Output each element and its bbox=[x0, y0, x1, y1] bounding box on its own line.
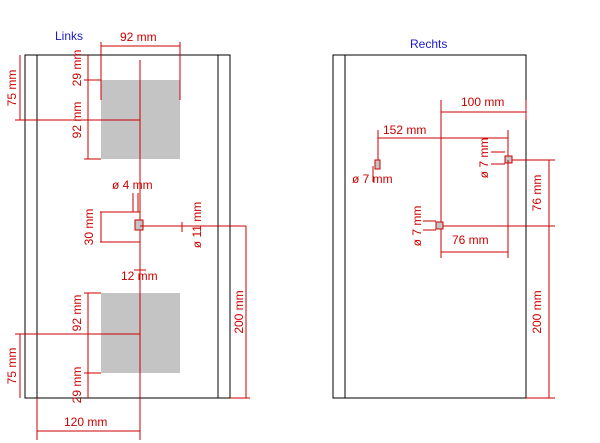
right-right-hole-label: ø 7 mm bbox=[477, 138, 491, 179]
right-lower-hole-marker bbox=[435, 221, 444, 230]
right-hole-distance-label: 152 mm bbox=[383, 123, 426, 137]
left-bottom-gap-label: 29 mm bbox=[70, 367, 84, 404]
right-top-width-label: 100 mm bbox=[461, 95, 504, 109]
right-left-hole-marker bbox=[374, 159, 381, 170]
left-top-width-label: 92 mm bbox=[120, 30, 157, 44]
left-bottom-height-label: 92 mm bbox=[70, 295, 84, 332]
right-lower-width-label: 76 mm bbox=[452, 233, 489, 247]
left-bottom-offset-label: 75 mm bbox=[5, 348, 19, 385]
left-panel-title: Links bbox=[55, 29, 83, 43]
right-panel-title: Rechts bbox=[410, 37, 447, 51]
left-top-gap-label: 29 mm bbox=[70, 50, 84, 87]
right-lower-hole-label: ø 7 mm bbox=[410, 206, 424, 247]
left-top-offset-label: 75 mm bbox=[5, 70, 19, 107]
right-left-hole-label: ø 7 mm bbox=[352, 172, 393, 186]
left-small-hole-label: ø 4 mm bbox=[112, 178, 153, 192]
left-total-height-label: 200 mm bbox=[232, 290, 246, 333]
right-total-height-label: 200 mm bbox=[530, 290, 544, 333]
left-hole-spacing-label: 30 mm bbox=[82, 209, 96, 246]
left-hole-offset-label: 12 mm bbox=[121, 269, 158, 283]
right-panel: Rechts 100 mm 152 mm ø 7 mm ø 7 mm 76 mm… bbox=[332, 37, 555, 399]
left-large-hole-label: ø 11 mm bbox=[190, 202, 204, 248]
left-top-height-label: 92 mm bbox=[70, 102, 84, 139]
left-bottom-width-label: 120 mm bbox=[64, 415, 107, 429]
left-panel: Links 92 mm 75 mm 29 mm 92 mm ø 4 mm bbox=[5, 29, 250, 440]
right-vertical-spacing-label: 76 mm bbox=[530, 175, 544, 212]
left-hole-marker bbox=[134, 219, 144, 231]
